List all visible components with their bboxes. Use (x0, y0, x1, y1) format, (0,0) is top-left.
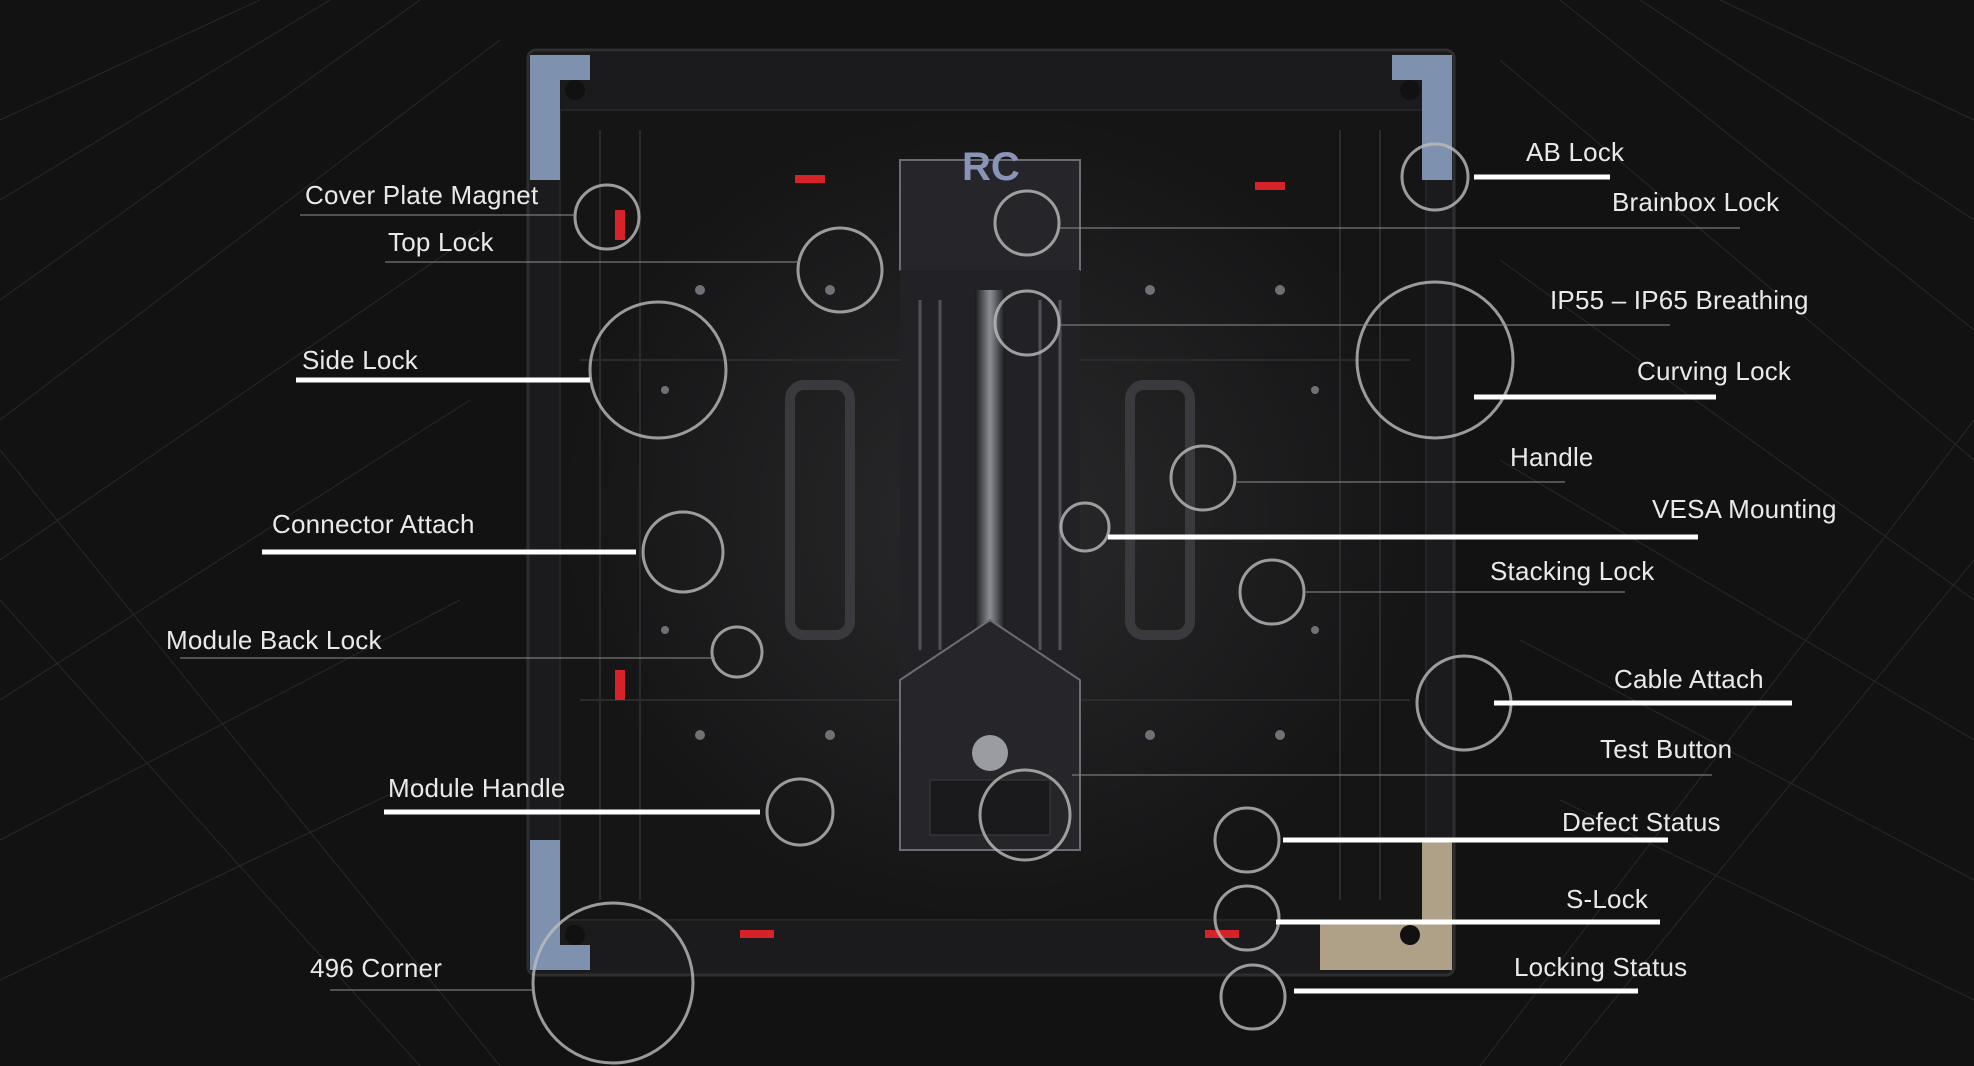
label-ip55-ip65-breathing: IP55 – IP65 Breathing (1550, 285, 1809, 315)
ring-496-corner (531, 901, 695, 1065)
label-ab-lock: AB Lock (1526, 137, 1625, 167)
ring-side-lock (588, 300, 728, 440)
ring-handle (1169, 444, 1237, 512)
ring-cover-plate-magnet (573, 183, 641, 251)
ring-breathing (993, 289, 1061, 357)
ring-vesa (1059, 501, 1111, 553)
logo-mark: RC (962, 145, 1020, 189)
label-brainbox-lock: Brainbox Lock (1612, 187, 1780, 217)
ring-s-lock (1213, 884, 1281, 952)
label-cable-attach: Cable Attach (1614, 664, 1764, 694)
ring-ab-lock (1400, 142, 1470, 212)
label-496-corner: 496 Corner (310, 953, 443, 983)
label-module-handle: Module Handle (388, 773, 566, 803)
ring-defect-status (1213, 806, 1281, 874)
ring-curving-lock (1355, 280, 1515, 440)
label-handle: Handle (1510, 442, 1594, 472)
label-module-back-lock: Module Back Lock (166, 625, 382, 655)
label-curving-lock: Curving Lock (1637, 356, 1792, 386)
ring-brainbox-lock (993, 189, 1061, 257)
label-vesa-mounting: VESA Mounting (1652, 494, 1837, 524)
ring-stacking-lock (1238, 558, 1306, 626)
ring-top-lock (796, 226, 884, 314)
led-cabinet: RC (526, 48, 1456, 977)
ring-module-handle (765, 777, 835, 847)
ring-locking-status (1219, 963, 1287, 1031)
ring-module-back-lock (710, 625, 764, 679)
label-side-lock: Side Lock (302, 345, 418, 375)
label-cover-plate-magnet: Cover Plate Magnet (305, 180, 539, 210)
label-connector-attach: Connector Attach (272, 509, 475, 539)
label-locking-status: Locking Status (1514, 952, 1688, 982)
label-top-lock: Top Lock (388, 227, 494, 257)
label-test-button: Test Button (1600, 734, 1733, 764)
ring-test-button (978, 768, 1072, 862)
callout-lines (262, 174, 1792, 994)
label-defect-status: Defect Status (1562, 807, 1721, 837)
label-s-lock: S-Lock (1566, 884, 1649, 914)
label-stacking-lock: Stacking Lock (1490, 556, 1655, 586)
callout-thin-lines (180, 214, 1740, 991)
ring-connector-attach (641, 510, 725, 594)
